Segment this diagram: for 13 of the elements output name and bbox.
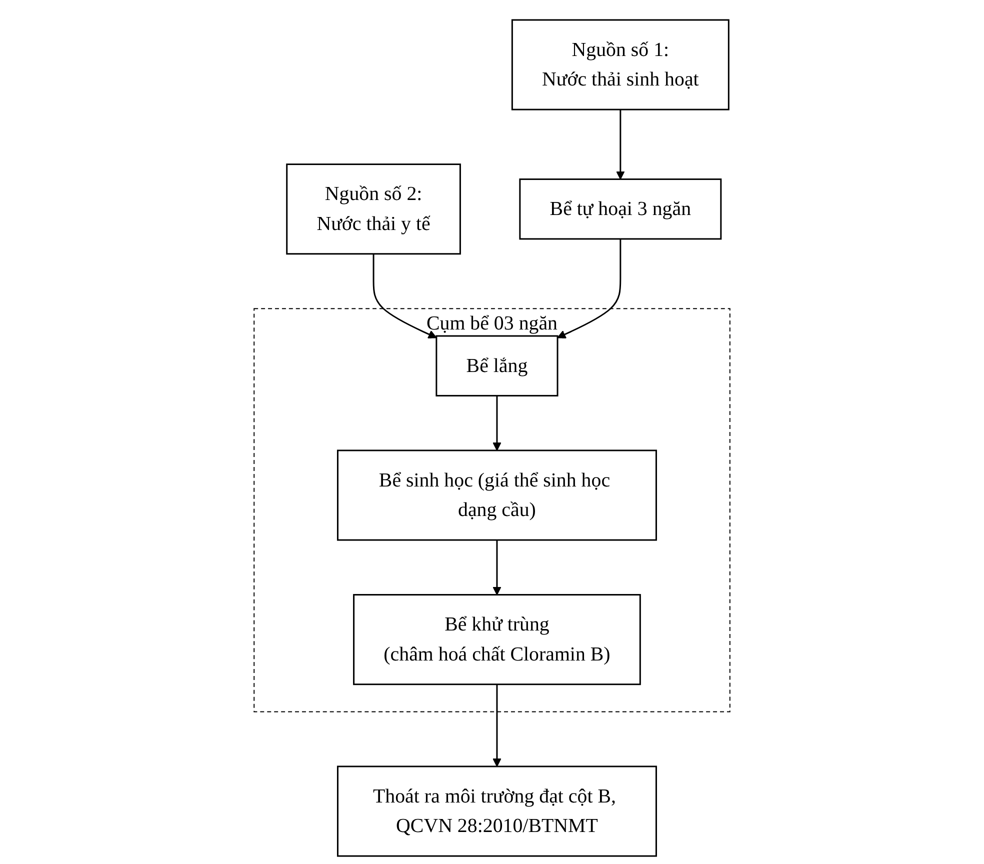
node-box: Nguồn số 2: Nước thải y tế [286, 164, 461, 255]
node-box: Bể sinh học (giá thể sinh học dạng cầu) [336, 450, 657, 541]
node-box: Bể tự hoại 3 ngăn [519, 178, 722, 240]
node-box: Nguồn số 1: Nước thải sinh hoạt [511, 19, 730, 110]
arrow [492, 540, 502, 596]
arrow [372, 254, 437, 338]
arrow [557, 238, 622, 338]
arrow [492, 684, 502, 767]
node-box: Thoát ra môi trường đạt cột B, QCVN 28:2010/BTNMT [336, 766, 657, 857]
arrow [616, 110, 625, 180]
node-box: Bể khử trùng (châm hoá chất Cloramin B) [353, 594, 641, 686]
node-box: Bể lắng [436, 335, 558, 396]
arrow [492, 396, 502, 451]
